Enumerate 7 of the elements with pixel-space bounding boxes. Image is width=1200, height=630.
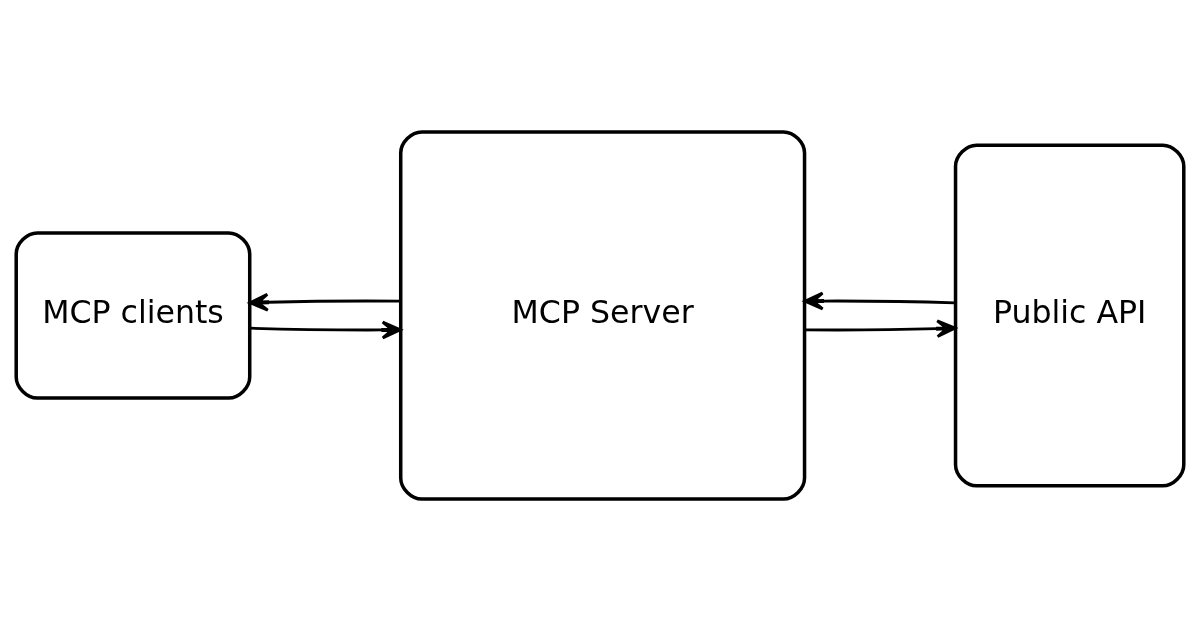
node-box: MCP Server <box>398 129 807 501</box>
node-box: Public API <box>953 142 1186 488</box>
arrow <box>803 291 956 310</box>
node-box: MCP clients <box>14 230 252 400</box>
arrow <box>249 320 402 339</box>
arrow <box>248 292 401 312</box>
arrow <box>805 318 957 338</box>
